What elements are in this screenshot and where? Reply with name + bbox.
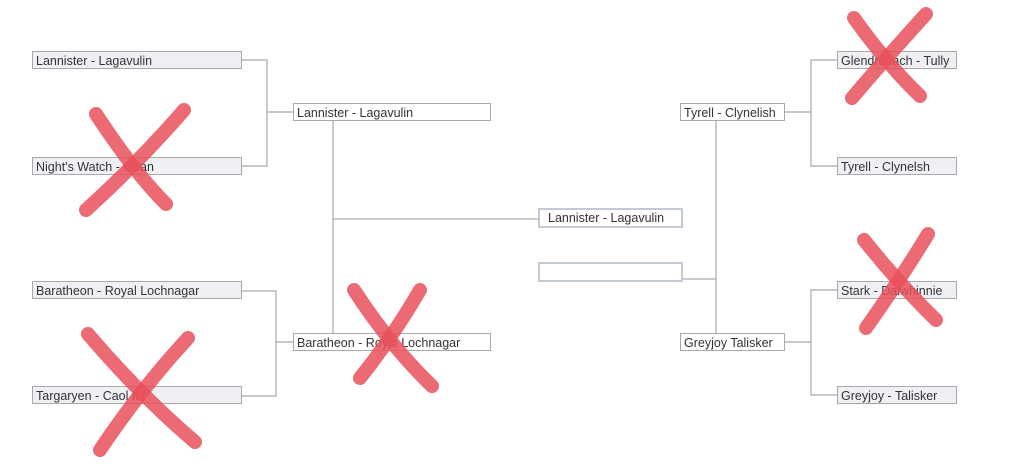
- left-r2-match-1[interactable]: Lannister - Lagavulin: [293, 103, 491, 121]
- left-r1-match-3[interactable]: Baratheon - Royal Lochnagar: [32, 281, 242, 299]
- connector-left-r1-bottom: [241, 290, 294, 397]
- right-r1-match-1[interactable]: Glendronach - Tully: [837, 51, 957, 69]
- final-slot-1[interactable]: Lannister - Lagavulin: [538, 208, 683, 228]
- connector-right-r1-top: [784, 59, 838, 167]
- connector-left-r2: [332, 121, 540, 333]
- right-r1-match-3[interactable]: Stark - Dalwhinnie: [837, 281, 957, 299]
- left-r1-match-2[interactable]: Night's Watch - Oban: [32, 157, 242, 175]
- connector-right-r1-bottom: [784, 289, 838, 396]
- left-r2-match-2[interactable]: Baratheon - Royal Lochnagar: [293, 333, 491, 351]
- right-r2-match-2[interactable]: Greyjoy Talisker: [680, 333, 785, 351]
- right-r1-match-4[interactable]: Greyjoy - Talisker: [837, 386, 957, 404]
- right-r1-match-2[interactable]: Tyrell - Clynelsh: [837, 157, 957, 175]
- right-r2-match-1[interactable]: Tyrell - Clynelish: [680, 103, 785, 121]
- connector-left-r1-top: [241, 59, 294, 167]
- left-r1-match-4[interactable]: Targaryen - Caol Ila: [32, 386, 242, 404]
- left-r1-match-1[interactable]: Lannister - Lagavulin: [32, 51, 242, 69]
- connector-right-r2: [682, 121, 717, 333]
- final-slot-2[interactable]: [538, 262, 683, 282]
